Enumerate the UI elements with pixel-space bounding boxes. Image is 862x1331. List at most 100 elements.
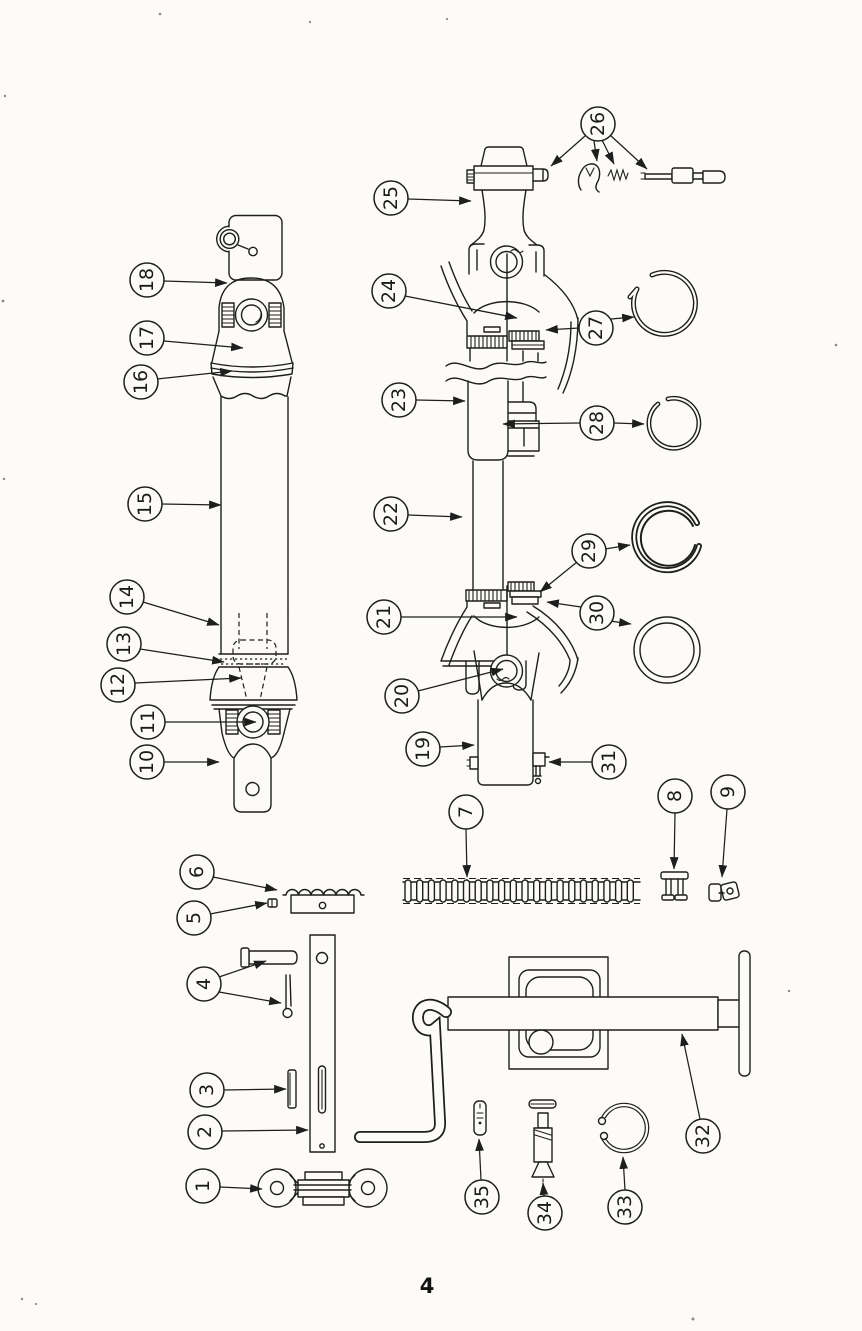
callout-27-label: 27 xyxy=(585,316,607,340)
callout-13-label: 13 xyxy=(113,632,135,656)
drive-chain xyxy=(402,877,641,905)
callout-21-label: 21 xyxy=(373,605,395,629)
callout-35: 35 xyxy=(464,1179,500,1215)
callout-4-label: 4 xyxy=(193,978,215,990)
callout-31-label: 31 xyxy=(598,750,620,774)
upper-u-joint xyxy=(218,277,285,332)
callout-11-label: 11 xyxy=(137,710,159,734)
spline-grooves-21-29-30 xyxy=(465,581,542,609)
leader-lines xyxy=(134,134,728,1197)
snap-ring-29 xyxy=(631,501,702,574)
callout-26: 26 xyxy=(580,106,616,142)
callout-9-label: 9 xyxy=(717,786,739,798)
callout-29-label: 29 xyxy=(578,539,600,563)
callout-24: 24 xyxy=(371,273,407,309)
wire-ring-27 xyxy=(627,269,698,337)
callout-1: 1 xyxy=(185,1168,221,1204)
callout-2-label: 2 xyxy=(194,1126,216,1138)
callout-20-label: 20 xyxy=(391,684,413,708)
callout-1-label: 1 xyxy=(192,1180,214,1192)
callout-10-label: 10 xyxy=(136,750,158,774)
end-yoke-19 xyxy=(466,650,550,786)
scan-artifacts xyxy=(1,12,838,1321)
top-spline-collar xyxy=(466,146,549,191)
callout-3: 3 xyxy=(189,1072,225,1108)
tube-22 xyxy=(472,460,504,590)
coupling-assembly-1 xyxy=(257,1168,388,1208)
callout-12: 12 xyxy=(100,667,136,703)
callout-33-label: 33 xyxy=(614,1195,636,1219)
callout-14-label: 14 xyxy=(116,585,138,609)
ring-30 xyxy=(633,616,701,684)
callout-25: 25 xyxy=(373,180,409,216)
callout-14: 14 xyxy=(109,579,145,615)
callout-7: 7 xyxy=(448,794,484,830)
slip-section-14 xyxy=(218,609,289,665)
callout-22-label: 22 xyxy=(380,502,402,526)
shaft-break xyxy=(445,348,547,385)
tube-15 xyxy=(220,396,289,611)
sprocket-6 xyxy=(282,888,365,914)
slip-yoke-bell-24 xyxy=(440,253,579,394)
callout-23: 23 xyxy=(381,382,417,418)
offset-link-9 xyxy=(708,881,740,902)
lock-clip xyxy=(577,163,601,193)
callout-6-label: 6 xyxy=(186,866,208,878)
sleeve-23 xyxy=(467,380,540,461)
snap-ring-33 xyxy=(595,1102,650,1154)
callout-32-label: 32 xyxy=(692,1124,714,1148)
repair-kit-parts-26 xyxy=(577,163,726,193)
callout-20: 20 xyxy=(384,678,420,714)
callout-19: 19 xyxy=(405,731,441,767)
callout-18: 18 xyxy=(129,262,165,298)
callout-18-label: 18 xyxy=(136,268,158,292)
callout-24-label: 24 xyxy=(378,279,400,303)
callout-16-label: 16 xyxy=(130,370,152,394)
left-driveshaft-assembly xyxy=(209,214,298,813)
callout-17: 17 xyxy=(129,320,165,356)
callout-28-label: 28 xyxy=(586,411,608,435)
callout-8: 8 xyxy=(657,778,693,814)
detent-plunger-34 xyxy=(528,1099,557,1183)
callout-29: 29 xyxy=(571,533,607,569)
roll-pin-35 xyxy=(473,1100,487,1136)
callout-34-label: 34 xyxy=(534,1201,556,1225)
callout-10: 10 xyxy=(129,744,165,780)
shifter-shaft-assembly-32 xyxy=(354,950,751,1143)
callout-12-label: 12 xyxy=(107,673,129,697)
key-5 xyxy=(267,898,278,908)
clevis-pin-4 xyxy=(240,947,298,1019)
callout-4: 4 xyxy=(186,966,222,1002)
callout-35-label: 35 xyxy=(471,1185,493,1209)
callout-7-label: 7 xyxy=(455,806,477,818)
shift-bar-2 xyxy=(309,934,336,1153)
callout-23-label: 23 xyxy=(388,388,410,412)
snap-ring-28 xyxy=(646,395,702,451)
grease-fitting xyxy=(640,167,726,184)
callout-22: 22 xyxy=(373,496,409,532)
callout-8-label: 8 xyxy=(664,790,686,802)
callout-34: 34 xyxy=(527,1195,563,1231)
callout-3-label: 3 xyxy=(196,1084,218,1096)
callout-6: 6 xyxy=(179,854,215,890)
page-number: 4 xyxy=(420,1274,435,1298)
main-driveshaft-assembly xyxy=(440,146,579,786)
callout-11: 11 xyxy=(130,704,166,740)
flange-yoke-bracket xyxy=(215,214,283,281)
callout-16: 16 xyxy=(123,364,159,400)
callout-17-label: 17 xyxy=(136,326,158,350)
callout-25-label: 25 xyxy=(380,186,402,210)
lower-bell-12 xyxy=(209,666,298,710)
callout-28: 28 xyxy=(579,405,615,441)
bell-and-boot xyxy=(210,330,294,400)
callout-5-label: 5 xyxy=(183,912,205,924)
callout-30-label: 30 xyxy=(586,601,608,625)
lower-bell-21 xyxy=(440,585,579,695)
callout-26-label: 26 xyxy=(587,112,609,136)
snap-rings xyxy=(627,269,702,684)
callout-31: 31 xyxy=(591,744,627,780)
callout-15-label: 15 xyxy=(134,492,156,516)
master-link-8 xyxy=(660,871,689,901)
callout-32: 32 xyxy=(685,1118,721,1154)
